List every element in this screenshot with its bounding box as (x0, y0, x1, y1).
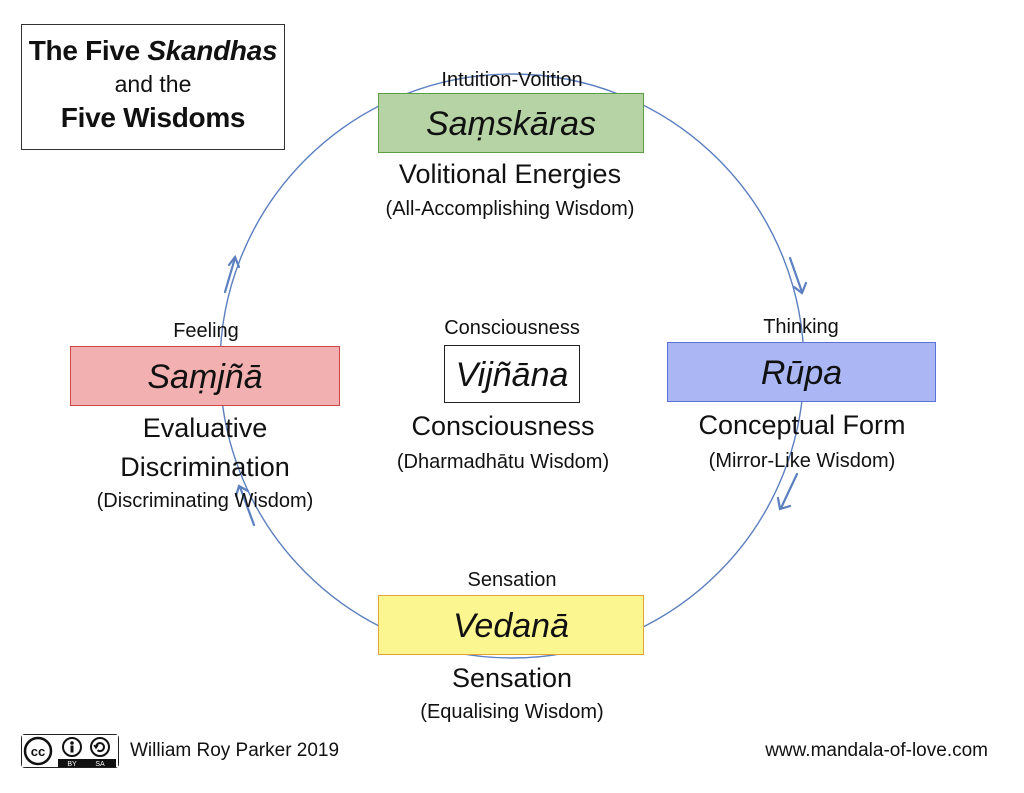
title-line-2: and the (114, 71, 192, 97)
vijnana-description: Consciousness (411, 411, 595, 441)
samskaras-description: Volitional Energies (398, 159, 622, 189)
samjna-description-line-2: Discrimination (120, 452, 290, 482)
by-icon (62, 737, 82, 757)
arrow-top-left (223, 254, 241, 294)
arrow-bottom-left (234, 484, 256, 527)
vedana-description: Sensation (451, 663, 573, 693)
vijnana-box: Vijñāna (444, 345, 580, 403)
arrow-bottom-right (776, 472, 799, 511)
license-badge: cc BY SA (21, 734, 119, 768)
vedana-wisdom: (Equalising Wisdom) (420, 701, 604, 723)
sa-icon (90, 737, 110, 757)
svg-text:cc: cc (31, 744, 45, 759)
author-credit: William Roy Parker 2019 (130, 740, 340, 761)
title-line-1: The Five Skandhas (28, 35, 278, 66)
website-url: www.mandala-of-love.com (765, 740, 988, 761)
samjna-top-label: Feeling (173, 320, 239, 342)
vedana-box: Vedanā (378, 595, 644, 655)
svg-text:SA: SA (95, 761, 105, 767)
samjna-box: Saṃjñā (70, 346, 340, 406)
creative-commons-icon: cc BY SA (22, 735, 118, 768)
vijnana-wisdom: (Dharmadhātu Wisdom) (396, 451, 610, 473)
samjna-wisdom: (Discriminating Wisdom) (96, 490, 314, 512)
rupa-box: Rūpa (667, 342, 936, 402)
svg-text:BY: BY (67, 761, 77, 767)
diagram-title-box: The Five Skandhas and the Five Wisdoms (21, 24, 285, 150)
vijnana-top-label: Consciousness (444, 317, 580, 339)
samskaras-box: Saṃskāras (378, 93, 644, 153)
rupa-description: Conceptual Form (698, 410, 906, 440)
rupa-wisdom: (Mirror-Like Wisdom) (708, 450, 896, 472)
samskaras-wisdom: (All-Accomplishing Wisdom) (385, 198, 635, 220)
rupa-top-label: Thinking (763, 316, 839, 338)
vedana-top-label: Sensation (467, 569, 557, 591)
arrow-top-right (788, 256, 808, 295)
samskaras-top-label: Intuition-Volition (441, 69, 583, 91)
samjna-description-line-1: Evaluative (142, 413, 268, 443)
title-line-3: Five Wisdoms (60, 102, 246, 133)
